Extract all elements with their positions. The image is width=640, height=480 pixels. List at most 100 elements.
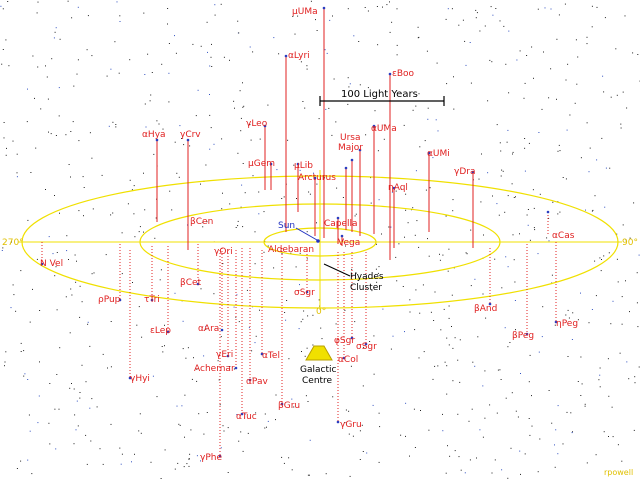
background-star [162,351,164,353]
background-star [32,288,33,290]
background-star [442,254,444,256]
background-star [71,294,73,296]
background-star [258,191,260,193]
background-star [110,68,112,70]
background-star [459,381,461,383]
background-star [376,281,378,283]
background-star [10,307,12,309]
background-star [595,454,597,456]
background-star [220,447,222,449]
star-marker [263,124,267,128]
background-star [38,395,40,397]
background-star [299,169,301,171]
background-star [554,466,556,468]
background-star [365,134,367,136]
star-labels: μUMa αLyri εBoo αHya γCrv γLeo αUMa Ursa… [40,7,578,463]
background-star [206,21,208,23]
background-star [197,89,199,91]
background-star [348,433,350,435]
background-star [592,209,594,211]
background-star [48,131,49,133]
background-star [565,314,567,316]
background-star [458,456,460,458]
background-star [30,172,32,173]
background-star [373,335,375,337]
background-star [358,41,360,42]
background-star [237,225,239,227]
background-star [6,147,7,149]
background-star [233,100,235,102]
background-star [66,235,68,237]
background-star [602,75,604,77]
sun-pointer [295,227,318,241]
background-star [264,240,266,242]
background-star [565,178,567,180]
background-star [448,248,450,250]
background-star [622,224,624,226]
background-star [564,3,566,5]
background-star [153,153,155,155]
background-star [99,448,101,450]
background-star [143,231,144,233]
background-star [155,217,157,219]
background-star [5,154,7,156]
hyades-label-line2: Cluster [350,283,382,293]
background-star [475,9,477,11]
background-star [174,35,175,37]
star-label: γEri [216,350,233,360]
background-star [442,413,443,415]
background-star [402,286,404,287]
background-star [183,144,185,146]
background-star [377,150,379,152]
background-star [203,355,205,357]
background-star [375,268,377,270]
background-star [90,440,92,442]
background-star [307,315,309,317]
star-label: βGru [278,401,300,411]
background-star [526,55,528,56]
background-star [517,416,519,418]
background-star [89,132,91,134]
star-label: μUMa [292,7,318,17]
background-star [92,208,94,210]
background-star [446,365,448,367]
background-star [532,189,534,191]
background-star [2,247,4,249]
background-star [162,128,164,130]
background-star [160,478,162,479]
background-star [601,259,602,260]
background-star [329,19,331,21]
background-star [121,273,123,275]
background-star [601,137,603,139]
background-star [333,78,335,80]
background-star [134,453,135,455]
background-star [87,15,89,17]
star-marker [196,282,200,286]
star-label: γHyi [130,374,150,384]
background-star [550,8,552,10]
star-label: αAra [198,324,219,334]
background-star [526,214,528,216]
background-star [49,383,51,384]
background-star [465,252,467,254]
background-star [594,195,596,197]
background-star [76,260,77,262]
background-star [454,450,456,452]
star-marker [280,402,284,406]
background-star [609,167,611,169]
star-label: γDra [454,167,475,177]
background-star [507,346,509,348]
background-star [244,413,246,415]
background-star [300,61,302,63]
background-star [37,66,39,68]
background-star [556,38,558,40]
background-star [446,337,448,339]
background-star [518,336,520,338]
background-star [574,102,576,104]
background-star [132,282,133,283]
background-star [305,395,307,397]
background-star [575,39,577,41]
background-star [71,17,73,19]
background-star [428,429,430,431]
background-star [129,59,131,61]
